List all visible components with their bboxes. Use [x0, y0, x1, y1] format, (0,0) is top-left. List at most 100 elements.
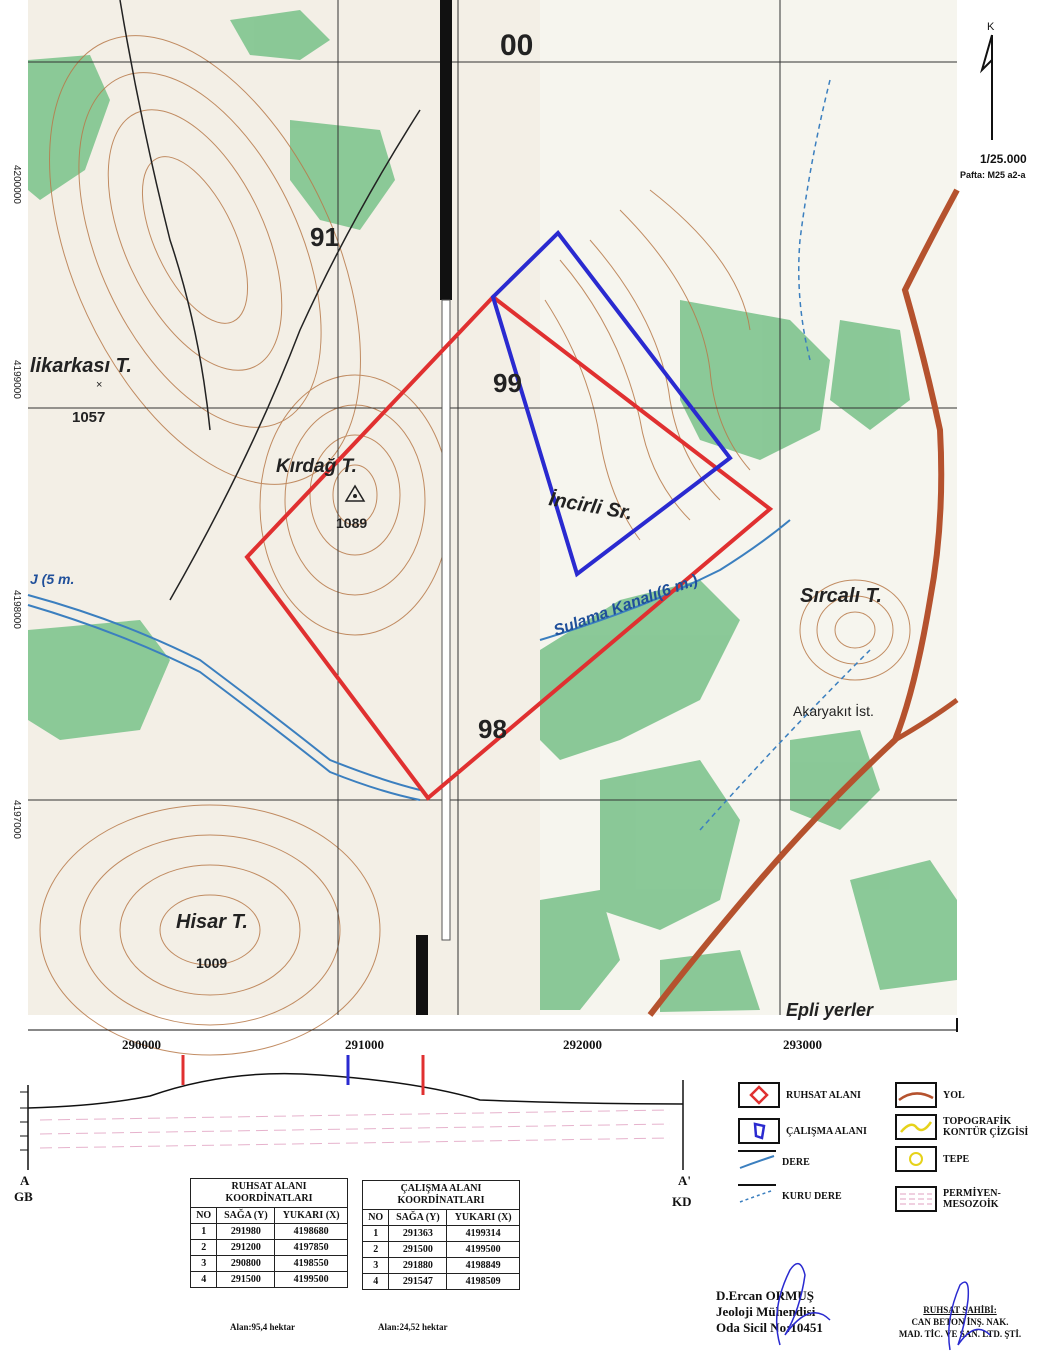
engineer-title: Jeoloji Mühendisi [716, 1304, 816, 1319]
cell: 1 [189, 1223, 218, 1240]
profile-endpoints: A GB A' KD [14, 1173, 692, 1209]
left-coordinate: 4197000 [11, 800, 22, 839]
profile-tick: 293000 [783, 1037, 822, 1052]
cell: 4 [189, 1271, 218, 1288]
legend-ruhsat: RUHSAT ALANI [738, 1082, 861, 1108]
road [647, 188, 960, 1017]
rail-line-mid [441, 299, 451, 941]
elevation-hisar: 1009 [196, 955, 227, 971]
cell: 291500 [216, 1271, 276, 1288]
elevation-kalikarkasi: 1057 [72, 409, 105, 426]
contour-lines [39, 35, 911, 1056]
tepe-legend-icon [895, 1146, 937, 1172]
profile-tick: 292000 [563, 1037, 602, 1052]
profile-tick: 291000 [345, 1037, 384, 1052]
profile-start-label: A [20, 1173, 30, 1188]
legend-calisma: ÇALIŞMA ALANI [738, 1118, 867, 1144]
engineer-registration: Oda Sicil No:10451 [716, 1320, 823, 1335]
cross-section-profile [20, 1018, 958, 1170]
terrain-lines [119, 0, 421, 601]
profile-end-direction: KD [672, 1194, 692, 1209]
cell: 4198849 [446, 1257, 520, 1274]
map-panel-left [28, 0, 540, 1015]
legend-label: ÇALIŞMA ALANI [786, 1125, 867, 1137]
legend-kuru-dere: KURU DERE [738, 1184, 842, 1208]
cell: 2 [361, 1241, 390, 1258]
svg-text:×: × [96, 379, 102, 391]
owner-line-2: MAD. TİC. VE SAN. LTD. ŞTİ. [898, 1329, 1022, 1339]
legend-label: PERMİYEN-MESOZOİK [943, 1188, 1001, 1210]
place-kalikarkasi: likarkası T. [30, 355, 132, 377]
profile-x-ticks: 290000 291000 292000 293000 [122, 1037, 822, 1052]
cell: 2 [189, 1239, 218, 1256]
owner-label: RUHSAT SAHİBİ: [923, 1305, 997, 1315]
ruhsat-area-note: Alan:95,4 hektar [230, 1322, 295, 1332]
left-coordinate: 4198000 [11, 590, 22, 629]
legend-label: RUHSAT ALANI [786, 1089, 861, 1101]
place-sircali: Sırcalı T. [800, 585, 882, 607]
left-coordinate: 4200000 [11, 165, 22, 204]
north-arrow: K [979, 21, 995, 140]
cell: 4199500 [274, 1271, 348, 1288]
ruhsat-header-y: SAĞA (Y) [216, 1207, 276, 1224]
legend-tepe: TEPE [895, 1146, 969, 1172]
cell: 1 [361, 1225, 390, 1242]
calisma-header-y: SAĞA (Y) [388, 1209, 448, 1226]
scale-text: 1/25.000 [980, 152, 1027, 166]
legend-label: KURU DERE [782, 1190, 842, 1202]
place-akaryakit: Akaryakıt İst. [793, 702, 874, 719]
cell: 4197850 [274, 1239, 348, 1256]
yol-legend-icon [895, 1082, 937, 1108]
cell: 291980 [216, 1223, 276, 1240]
legend-label: DERE [782, 1156, 810, 1168]
rail-line-bottom [416, 935, 428, 1015]
profile-tick: 290000 [122, 1037, 161, 1052]
license-owner: RUHSAT SAHİBİ: CAN BETON İNŞ. NAK. MAD. … [880, 1304, 1040, 1340]
river-label: J (5 m. [30, 571, 74, 587]
cell: 291200 [216, 1239, 276, 1256]
left-coordinates: 4200000 4199000 4198000 4197000 [11, 165, 22, 839]
north-label: K [987, 21, 995, 33]
legend-yol: YOL [895, 1082, 965, 1108]
profile-start-direction: GB [14, 1189, 33, 1204]
ruhsat-area-polygon [244, 294, 774, 801]
owner-line-1: CAN BETON İNŞ. NAK. [911, 1317, 1009, 1327]
ruhsat-header-x: YUKARI (X) [274, 1207, 348, 1224]
dere-legend-icon [738, 1150, 776, 1174]
cell: 3 [361, 1257, 390, 1274]
place-hisar: Hisar T. [176, 911, 248, 933]
engineer-name: D.Ercan ORMUŞ [716, 1288, 814, 1303]
legend-label: TEPE [943, 1153, 970, 1165]
grid-number: 99 [493, 368, 522, 398]
cell: 291880 [388, 1257, 448, 1274]
cell: 3 [189, 1255, 218, 1272]
cell: 290800 [216, 1255, 276, 1272]
grid-numbers: 00 91 99 98 [310, 29, 533, 744]
kuru-dere-legend-icon [738, 1184, 776, 1208]
calisma-area-note: Alan:24,52 hektar [378, 1322, 448, 1332]
calisma-header-no: NO [361, 1209, 390, 1226]
road-branch [893, 697, 959, 743]
calisma-legend-icon [738, 1118, 780, 1144]
cell: 4198550 [274, 1255, 348, 1272]
cell: 4 [361, 1273, 390, 1290]
ruhsat-header-no: NO [189, 1207, 218, 1224]
grid-number: 00 [500, 29, 533, 62]
place-epli: Epli yerler [786, 1000, 874, 1020]
grid-lines [28, 0, 957, 1015]
cell: 4199314 [446, 1225, 520, 1242]
signature-scribble-1 [775, 1262, 831, 1346]
ruhsat-legend-icon [738, 1082, 780, 1108]
sheet-text: Pafta: M25 a2-a [960, 170, 1027, 180]
